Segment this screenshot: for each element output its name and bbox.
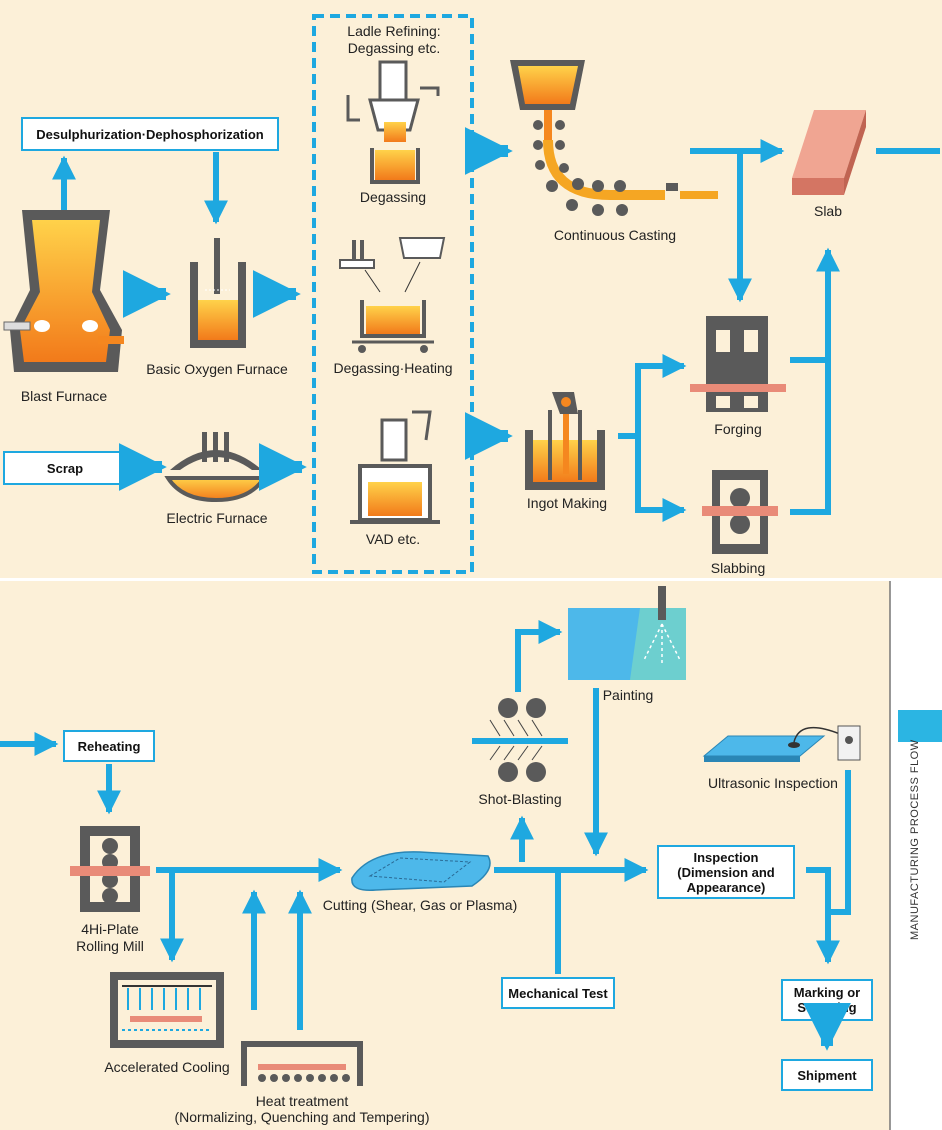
heat-treatment-label-2: (Normalizing, Quenching and Tempering) (175, 1109, 430, 1125)
degassing-icon (346, 60, 440, 184)
heat-treatment-label-1: Heat treatment (256, 1093, 349, 1109)
arrow-inspection-to-marking (806, 867, 840, 965)
accelerated-cooling-icon (110, 972, 224, 1048)
desulphurization-label: Desulphurization·Dephosphorization (36, 127, 264, 142)
scrap-box: Scrap (3, 451, 127, 485)
side-tab-marker (898, 710, 942, 742)
marking-box: Marking or Stamping (781, 979, 873, 1021)
heat-treatment-icon (241, 1041, 363, 1086)
ladle-refining-label-1: Ladle Refining: (347, 23, 440, 39)
ladle-refining-group (312, 14, 474, 574)
vad-label: VAD etc. (366, 531, 420, 547)
slabbing-label: Slabbing (711, 560, 766, 576)
forging-icon (690, 316, 786, 412)
shipment-label: Shipment (797, 1068, 857, 1083)
reheating-label: Reheating (78, 739, 141, 754)
mechanical-test-box: Mechanical Test (501, 977, 615, 1009)
marking-label-2: Stamping (797, 1000, 856, 1015)
shot-blasting-label: Shot-Blasting (478, 791, 561, 807)
slabbing-icon (702, 470, 778, 554)
blast-furnace-label: Blast Furnace (21, 388, 108, 404)
rolling-mill-label-1: 4Hi-Plate (81, 921, 139, 937)
forging-label: Forging (714, 421, 761, 437)
painting-icon (568, 586, 686, 680)
vad-icon (350, 410, 440, 524)
degassing-label: Degassing (360, 189, 426, 205)
electric-furnace-icon (164, 432, 268, 503)
electric-furnace-label: Electric Furnace (166, 510, 267, 526)
shot-blasting-icon (472, 698, 568, 782)
slab-label: Slab (814, 203, 842, 219)
marking-label-1: Marking or (794, 985, 860, 1000)
ultrasonic-inspection-icon (702, 725, 861, 762)
arrow-ingot-to-forging (618, 354, 687, 439)
rolling-mill-icon (70, 826, 150, 912)
mechanical-test-label: Mechanical Test (508, 986, 608, 1001)
degassing-heating-label: Degassing·Heating (333, 360, 452, 376)
basic-oxygen-furnace-icon (190, 238, 246, 348)
inspection-label-1: Inspection (693, 850, 758, 865)
continuous-casting-icon (510, 60, 718, 216)
bof-label: Basic Oxygen Furnace (146, 361, 288, 377)
accelerated-cooling-label: Accelerated Cooling (104, 1059, 229, 1075)
inspection-label-3: Appearance) (687, 880, 766, 895)
ingot-making-icon (525, 392, 605, 490)
ultrasonic-inspection-label: Ultrasonic Inspection (708, 775, 838, 791)
shipment-box: Shipment (781, 1059, 873, 1091)
blast-furnace-icon (3, 210, 124, 372)
ladle-refining-label-2: Degassing etc. (348, 40, 441, 56)
reheating-box: Reheating (63, 730, 155, 762)
desulphurization-box: Desulphurization·Dephosphorization (21, 117, 279, 151)
arrow-slabbing-to-slab (790, 247, 840, 515)
arrow-shot-blasting-to-painting (515, 620, 563, 692)
inspection-label-2: (Dimension and (677, 865, 775, 880)
painting-label: Painting (603, 687, 654, 703)
ingot-making-label: Ingot Making (527, 495, 607, 511)
cutting-icon (351, 851, 491, 891)
inspection-box: Inspection (Dimension and Appearance) (657, 845, 795, 899)
arrow-ultrasonic-to-marking (828, 770, 851, 915)
rolling-mill-label-2: Rolling Mill (76, 938, 144, 954)
slab-icon (792, 110, 866, 195)
arrow-ingot-to-slabbing (635, 436, 687, 522)
side-label: MANUFACTURING PROCESS FLOW (909, 739, 921, 940)
scrap-label: Scrap (47, 461, 83, 476)
continuous-casting-label: Continuous Casting (554, 227, 676, 243)
cutting-label: Cutting (Shear, Gas or Plasma) (323, 897, 518, 913)
degassing-heating-icon (339, 237, 446, 353)
